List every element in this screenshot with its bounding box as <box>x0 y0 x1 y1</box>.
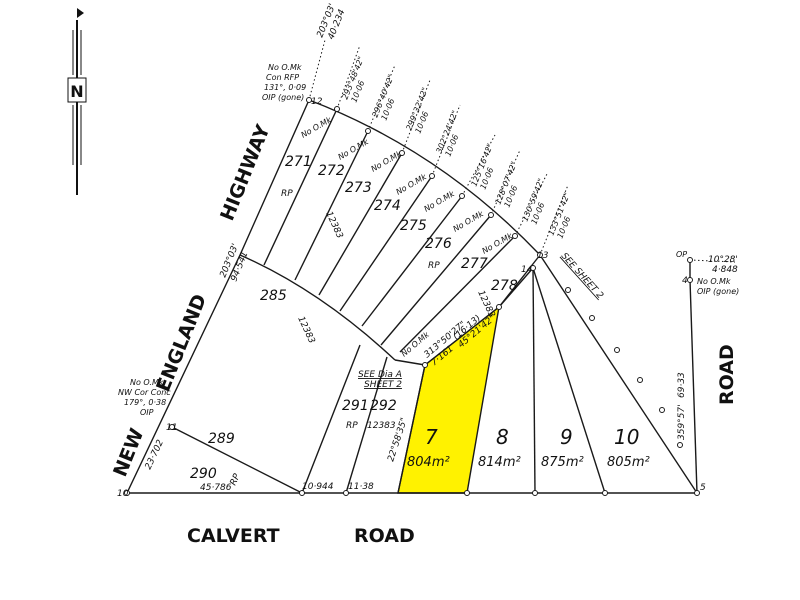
no-omk-note: No O.Mk <box>481 231 515 256</box>
east-road-boundary <box>689 279 698 494</box>
see-dia-note: SEE Dia A <box>358 370 402 380</box>
dim-south-2: 10·944 <box>302 482 334 492</box>
plan-number: 12383 <box>295 315 316 345</box>
lot-291-west <box>301 344 361 494</box>
no-omk-note: No O.Mk <box>370 149 404 174</box>
station-12: 12 <box>311 97 323 107</box>
lot-label-7: 7 <box>425 425 438 449</box>
top-note: Con RFP <box>266 73 299 82</box>
lot-label-273: 273 <box>345 180 372 196</box>
arc-frontage <box>308 99 541 256</box>
lot-label-290: 290 <box>190 466 217 482</box>
west-note: 179°, 0·38 <box>124 398 166 407</box>
station-marks <box>124 97 700 496</box>
north-arrow <box>67 8 87 195</box>
dim-ne-peg-bearing: 10°28' <box>708 255 738 265</box>
lot-label-8: 8 <box>496 425 509 449</box>
see-dia-note: SHEET 2 <box>364 380 402 390</box>
dim-south-1: 45·786 <box>200 483 232 493</box>
lot-area-8: 814m² <box>478 455 521 470</box>
plan-number: 12383 <box>367 421 396 431</box>
lot-area-10: 805m² <box>607 455 650 470</box>
lot-8-north <box>498 267 534 308</box>
lot-area-9: 875m² <box>541 455 584 470</box>
lot-292-7 <box>397 364 426 494</box>
lot-line-272-273 <box>294 130 369 281</box>
station-4: 4 <box>682 276 688 286</box>
dim-south-3: 11·38 <box>348 482 374 492</box>
bearing-line <box>431 104 461 177</box>
bearing-line <box>336 44 361 110</box>
dim-east-length: 69·33 <box>677 372 687 398</box>
plan-number: 12383 <box>323 210 344 240</box>
road-name-highway: HIGHWAY <box>216 122 274 224</box>
lot-label-292: 292 <box>370 398 397 414</box>
west-note: OIP <box>140 408 154 417</box>
north-arrow-label: N <box>70 82 83 101</box>
no-omk-note: No O.Mk <box>395 172 429 197</box>
lot-label-9: 9 <box>560 425 573 449</box>
op-label: OP <box>676 250 687 259</box>
lot-278-boundary-2 <box>424 306 500 366</box>
road-name-calvert: CALVERT <box>187 525 280 547</box>
dim-ne-peg-length: 4·848 <box>712 265 738 275</box>
lot-line-277-278 <box>399 235 516 353</box>
top-note: 131°, 0·09 <box>264 83 306 92</box>
lot-label-291: 291 <box>342 398 369 414</box>
top-note: No O.Mk <box>268 63 302 72</box>
bearing-line <box>514 171 549 237</box>
lot-291-292 <box>345 356 388 494</box>
east-note: No O.Mk <box>697 277 731 286</box>
road-name-calvert-road: ROAD <box>354 525 415 547</box>
rp-label: RP <box>281 189 293 199</box>
lot-label-271: 271 <box>285 154 312 170</box>
lot-9-east <box>532 267 606 494</box>
bearing-line <box>539 184 569 256</box>
lot-line-271-272 <box>263 108 338 266</box>
lot-8-east <box>532 267 536 494</box>
lot-line-275-276 <box>361 195 463 327</box>
lot-line-276-277 <box>380 214 492 346</box>
inner-arc <box>239 254 396 361</box>
west-note: NW Cor Conc <box>118 388 171 397</box>
station-10: 10 <box>117 489 129 499</box>
lot-label-289: 289 <box>208 431 235 447</box>
rp-label: RP <box>346 421 358 431</box>
lot-label-272: 272 <box>318 163 345 179</box>
station-13: 13 <box>537 251 549 261</box>
lot-label-285: 285 <box>260 288 287 304</box>
dim-nw-side: 23·702 <box>144 438 166 471</box>
station-14: 14 <box>521 265 533 275</box>
lot-278-boundary <box>394 359 426 366</box>
no-omk-note: No O.Mk <box>337 137 371 162</box>
lot-label-276: 276 <box>425 236 452 252</box>
lot-label-274: 274 <box>374 198 401 214</box>
station-5: 5 <box>700 483 706 493</box>
dim-east-bearing: 359°57' <box>677 404 687 440</box>
lot-label-275: 275 <box>400 218 427 234</box>
lot-label-10: 10 <box>614 425 639 449</box>
west-note: No O.Mk <box>130 378 164 387</box>
lot-label-277: 277 <box>461 256 488 272</box>
bearing-line <box>401 79 431 154</box>
road-name-new: NEW <box>109 425 148 479</box>
bearing-line <box>308 39 326 101</box>
rp-label: RP <box>428 261 440 271</box>
rp-label: RP <box>229 472 243 487</box>
top-note: OIP (gone) <box>262 93 304 102</box>
station-11: 11 <box>166 423 177 433</box>
east-note: OIP (gone) <box>697 287 739 296</box>
lot-line-273-274 <box>318 152 403 296</box>
lot-area-7: 804m² <box>407 455 450 470</box>
lot-line-274-275 <box>339 175 433 312</box>
lot-10-curve <box>539 254 698 494</box>
no-omk-note: No O.Mk <box>452 209 486 234</box>
road-name-east: ROAD <box>716 344 738 405</box>
lot-289-290-line <box>171 426 303 494</box>
lot-label-278: 278 <box>491 278 518 294</box>
